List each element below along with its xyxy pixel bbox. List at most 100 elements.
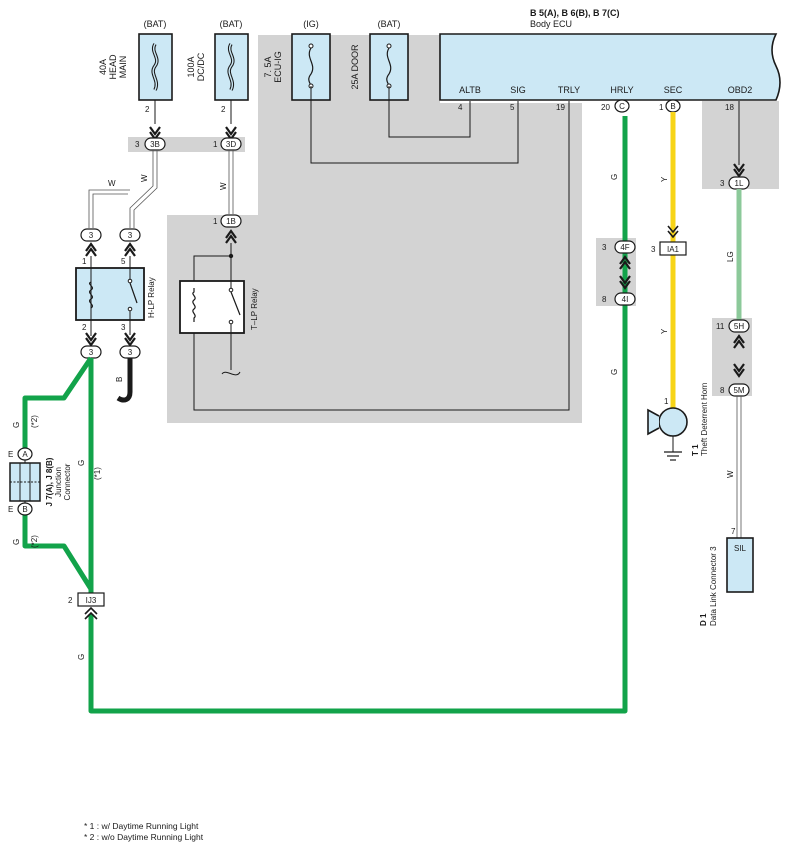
connector-5m: 5M 8 [720,363,750,397]
dlc-pin: 7 [731,527,736,536]
ecu-terminal-sec: SEC [664,85,683,95]
wire-label-w3: W [219,182,228,190]
ecu-terminal-trly: TRLY [558,85,580,95]
connector-1b-pin: 1 [213,217,218,226]
ecu-pin-hrly: 20 [601,103,610,112]
wire-label-g-lower: G [610,369,619,375]
connector-3b: 3B 3 [135,126,166,151]
ecu-name: Body ECU [530,19,572,29]
connector-3b-top-code: 3 [128,231,133,240]
connector-ia1-pin: 3 [651,245,656,254]
footnote-2: * 2 : w/o Daytime Running Light [84,831,204,842]
fuse-door-rating: 25A DOOR [350,44,360,90]
theft-deterrent-horn: 1 T 1 Theft Deterrent Horn [647,383,709,461]
dlc-terminal: SIL [734,544,747,553]
ecu-codes: B 5(A), B 6(B), B 7(C) [530,8,620,18]
connector-3a-code: 3 [89,231,94,240]
connector-5m-code: 5M [733,386,744,395]
junction-pin-b: E [8,505,13,514]
fuse-dc-dc: (BAT) 100A DC/DC 2 [186,19,249,114]
hlp-pin-2: 2 [82,323,87,332]
connector-3b-top: 3 [119,228,141,257]
fuse-head-main-name2: MAIN [118,56,128,79]
white-wire-dlc [736,396,742,538]
ecu-connector-c-label: C [619,102,625,111]
fuse-dc-dc-pin: 2 [221,105,226,114]
connector-1b-code: 1B [226,217,236,226]
fuse-head-main-name1: HEAD [108,54,118,80]
shaded-region-obd2 [702,101,779,189]
wire-label-y2: Y [660,328,669,334]
connector-1l-pin: 3 [720,179,725,188]
connector-3b-code: 3B [150,140,160,149]
wire-label-g-left2: G [77,460,86,466]
wire-label-b: B [115,377,124,382]
connector-3c: 3 [80,332,102,359]
junction-code: J 7(A), J 8(B) [45,457,54,506]
ecu-pin-sec: 1 [659,103,664,112]
wire-label-g-bottom: G [77,654,86,660]
hlp-relay-name: H-LP Relay [147,277,156,318]
connector-4f-code: 4F [620,243,629,252]
mark-1: (*1) [93,467,102,480]
ecu-terminal-obd2: OBD2 [728,85,753,95]
wire-label-w1: W [108,179,116,188]
junction-label-a: A [22,450,28,459]
connector-5h: 5H 11 [716,319,750,349]
hlp-pin-3: 3 [121,323,126,332]
connector-3c-code: 3 [89,348,94,357]
fuse-head-main: (BAT) 40A HEAD MAIN 2 [98,19,173,114]
fuse-ecu-ig-source: (IG) [303,19,319,29]
dlc-name: Data Link Connector 3 [709,546,718,626]
connector-5h-code: 5H [734,322,744,331]
footnotes: * 1 : w/ Daytime Running Light * 2 : w/o… [84,821,203,842]
wire-label-g-left3: G [12,539,21,545]
connector-ij3-code: IJ3 [86,596,97,605]
junction-name1: Junction [54,467,63,497]
connector-3d-bottom-code: 3 [128,348,133,357]
dlc-code: D 1 [699,613,708,626]
fuse-head-main-source: (BAT) [144,19,167,29]
tlp-relay-name: T–LP Relay [250,288,259,330]
ecu-pin-sig: 5 [510,103,515,112]
connector-3a: 3 [80,228,102,257]
wire-label-w-dlc: W [726,470,735,478]
ecu-terminal-hrly: HRLY [610,85,633,95]
connector-4i: 4I 8 [602,275,636,306]
wire-label-lg: LG [726,251,735,262]
ecu-connector-b: B [665,99,681,113]
fuse-head-main-pin: 2 [145,105,150,114]
footnote-1: * 1 : w/ Daytime Running Light [84,821,199,831]
connector-5m-pin: 8 [720,386,725,395]
black-wire-b [116,358,133,403]
white-wires [88,150,234,228]
ecu-terminal-altb: ALTB [459,85,481,95]
fuse-ecu-ig-rating: 7. 5A [263,56,273,77]
fuse-head-main-rating: 40A [98,59,108,75]
connector-1l-code: 1L [735,179,744,188]
horn-code: T 1 [691,444,700,456]
data-link-connector: 7 SIL D 1 Data Link Connector 3 [699,527,754,626]
fuse-dc-dc-source: (BAT) [220,19,243,29]
connector-4i-pin: 8 [602,295,607,304]
hlp-relay: 1 5 H-LP Relay 2 3 [75,256,156,336]
fuse-ecu-ig-name1: ECU-IG [273,51,283,83]
ecu-pin-altb: 4 [458,103,463,112]
junction-pin-a: E [8,450,13,459]
connector-1b: 1B 1 [213,214,242,244]
mark-2a: (*2) [30,415,39,428]
wire-label-y1: Y [660,176,669,182]
fuse-dc-dc-rating: 100A [186,56,196,77]
connector-5h-pin: 11 [716,322,725,331]
connector-ij3-pin: 2 [68,596,73,605]
junction-name2: Connector [63,463,72,500]
connector-3d-pin: 1 [213,140,218,149]
ecu-connector-c: C [614,99,630,113]
wire-label-g-left1: G [12,422,21,428]
wire-label-w2: W [140,174,149,182]
fuse-dc-dc-name1: DC/DC [196,52,206,81]
connector-4f: 4F 3 [602,240,636,270]
connector-4i-code: 4I [622,295,629,304]
ecu-pin-obd2: 18 [725,103,734,112]
